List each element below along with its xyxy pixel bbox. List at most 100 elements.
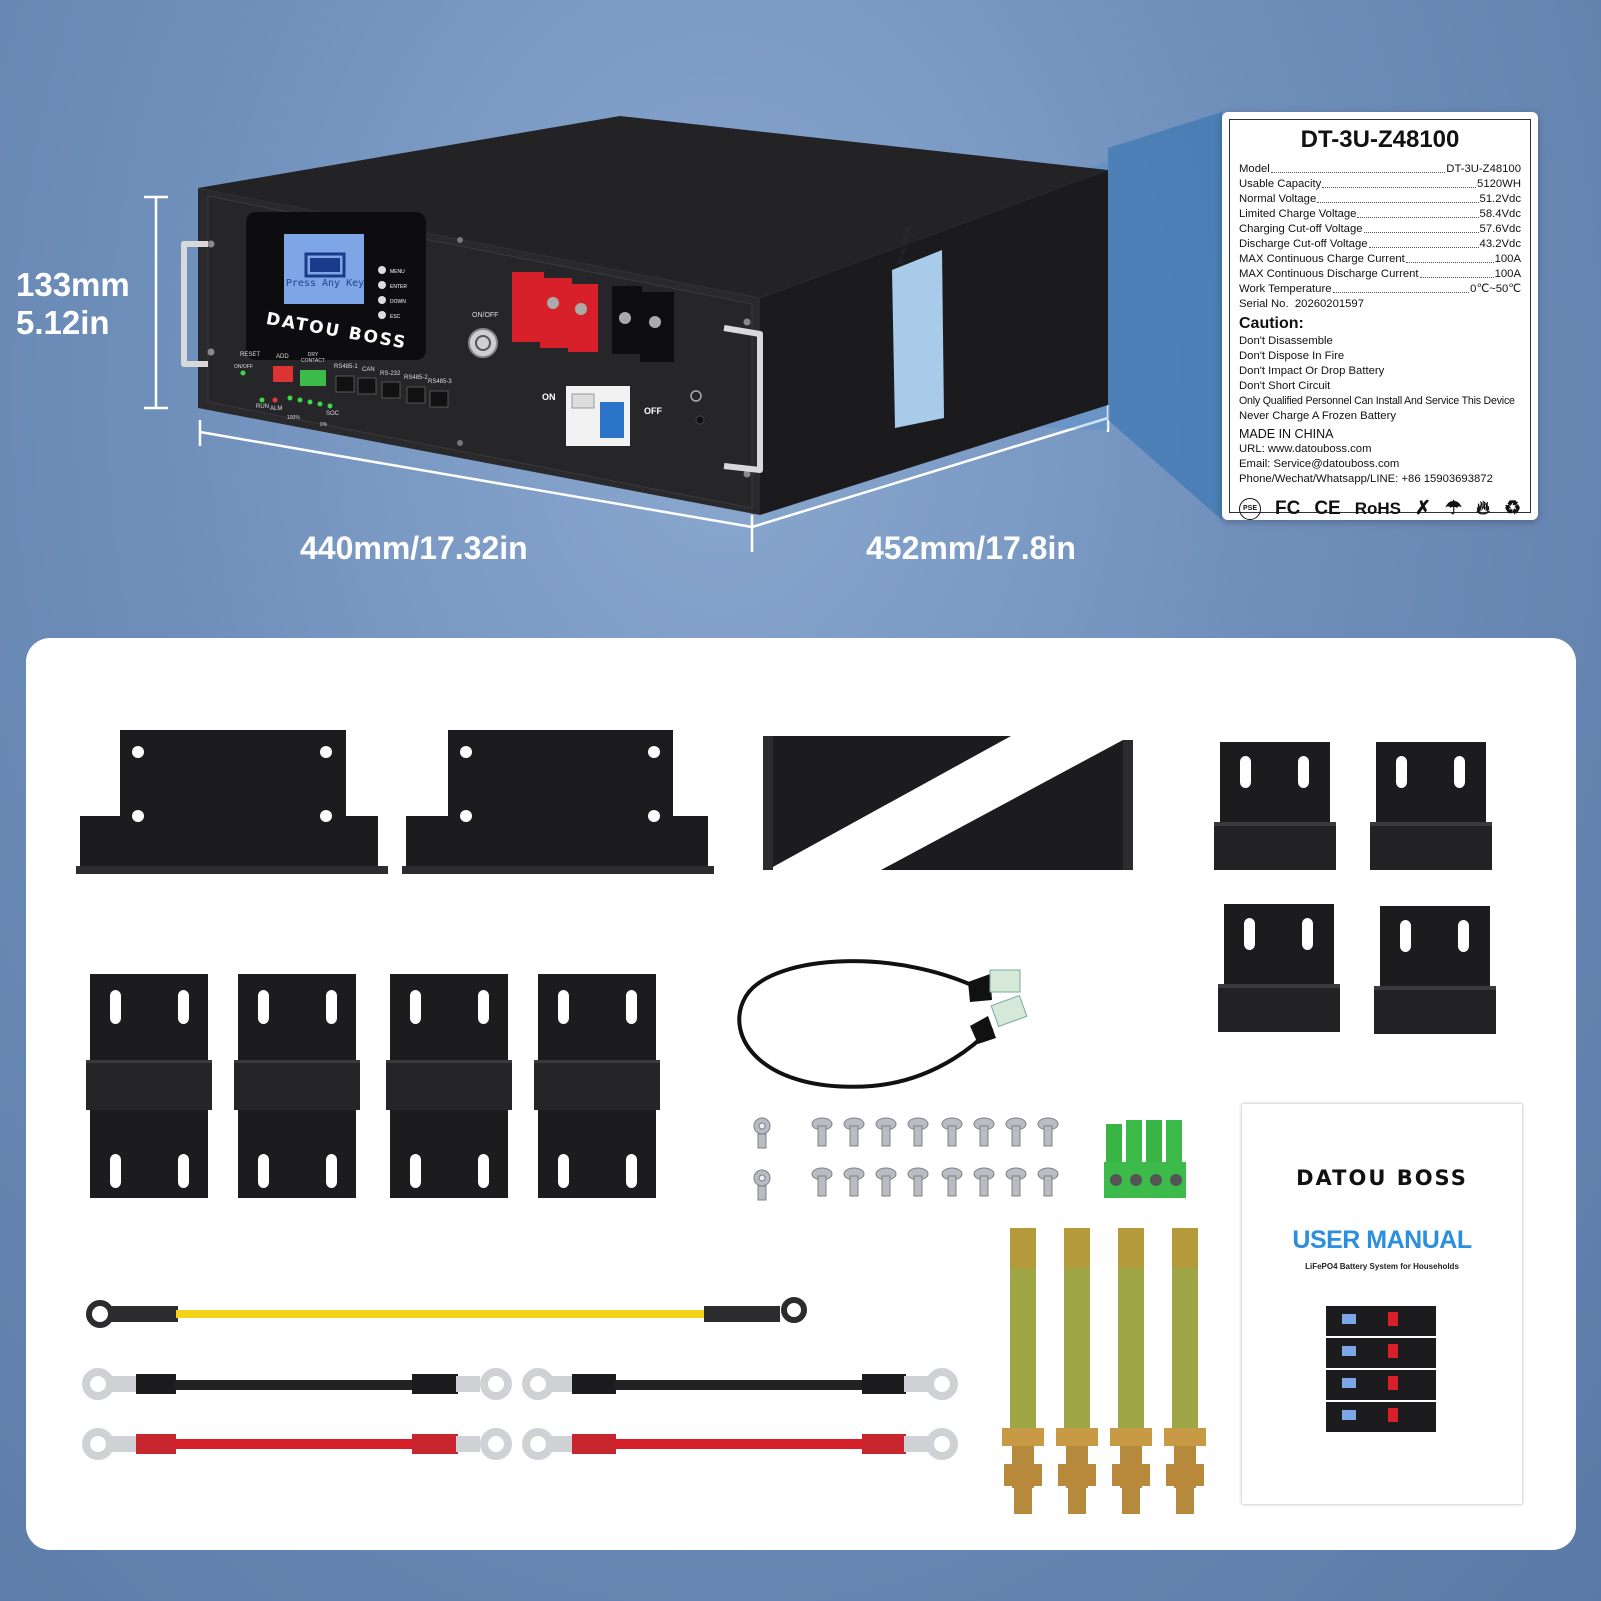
breaker-on-label: ON bbox=[542, 392, 556, 402]
onoff-small-label: ON/OFF bbox=[234, 364, 253, 370]
reset-label: RESET bbox=[240, 352, 261, 358]
network-cable bbox=[737, 959, 1028, 1089]
email-value: Service@datouboss.com bbox=[1273, 458, 1400, 470]
cert-row: PSE FC CE RoHS ✗ ☂ 🔥︎ ♻ bbox=[1239, 497, 1521, 520]
caution-item: Never Charge A Frozen Battery bbox=[1239, 410, 1396, 422]
rs485-2-label: RS485-2 bbox=[404, 375, 428, 381]
phone-line: Phone/Wechat/Whatsapp/LINE: +86 15903693… bbox=[1239, 472, 1521, 487]
email-label: Email: bbox=[1239, 458, 1271, 470]
add-label: ADD bbox=[276, 354, 289, 360]
breaker-off-label: OFF bbox=[644, 406, 662, 416]
enter-label: ENTER bbox=[390, 284, 407, 290]
spec-value: 51.2Vdc bbox=[1479, 193, 1521, 205]
rohs-icon: RoHS bbox=[1354, 498, 1402, 518]
manual-brand: DATOU BOSS bbox=[1296, 1166, 1468, 1190]
spec-row: Limited Charge Voltage 58.4Vdc bbox=[1239, 207, 1521, 222]
run-label: RUN bbox=[256, 404, 269, 410]
recycle-icon: ♻ bbox=[1503, 498, 1521, 519]
spec-row: Discharge Cut-off Voltage 43.2Vdc bbox=[1239, 237, 1521, 252]
spec-key: Usable Capacity bbox=[1239, 178, 1322, 190]
email-line: Email: Service@datouboss.com bbox=[1239, 457, 1521, 472]
ce-icon: CE bbox=[1314, 497, 1341, 519]
pct100-label: 100% bbox=[287, 415, 300, 421]
manual-subtitle: LiFePO4 Battery System for Households bbox=[1305, 1262, 1459, 1271]
spec-key: Charging Cut-off Voltage bbox=[1239, 223, 1363, 235]
url-line: URL: www.datouboss.com bbox=[1239, 442, 1521, 457]
screws bbox=[753, 1117, 1059, 1201]
small-brackets bbox=[1214, 742, 1496, 1034]
caution-item: Don't Disassemble bbox=[1239, 335, 1333, 347]
pse-icon: PSE bbox=[1239, 497, 1261, 520]
pct0-label: 0% bbox=[320, 422, 328, 428]
spec-row: Work Temperature 0℃~50℃ bbox=[1239, 282, 1521, 297]
url-value: www.datouboss.com bbox=[1267, 443, 1372, 455]
weee-icon: ✗ bbox=[1415, 498, 1431, 519]
serial-label: Serial No. bbox=[1239, 298, 1289, 310]
spec-value: 100A bbox=[1494, 268, 1521, 280]
can-label: CAN bbox=[362, 367, 375, 373]
spec-value: 58.4Vdc bbox=[1479, 208, 1521, 220]
serial-value: 20260201597 bbox=[1294, 298, 1365, 310]
serial-line: Serial No. 20260201597 bbox=[1239, 297, 1521, 312]
user-manual: DATOU BOSS USER MANUAL LiFePO4 Battery S… bbox=[1242, 1104, 1522, 1504]
lcd-button-labels: MENU ENTER DOWN ESC bbox=[390, 265, 407, 325]
spec-row: MAX Continuous Charge Current 100A bbox=[1239, 252, 1521, 267]
rs232-label: RS-232 bbox=[380, 371, 401, 377]
width-label: 440mm/17.32in bbox=[300, 530, 528, 566]
lcd-text: Press Any Key bbox=[285, 278, 365, 289]
manual-title: USER MANUAL bbox=[1292, 1226, 1472, 1254]
spec-key: Model bbox=[1239, 163, 1270, 175]
spec-value: 5120WH bbox=[1477, 178, 1521, 190]
menu-label: MENU bbox=[390, 269, 405, 275]
height-in: 5.12in bbox=[16, 304, 110, 341]
spec-value: 57.6Vdc bbox=[1479, 223, 1521, 235]
caution-item: Don't Dispose In Fire bbox=[1239, 350, 1345, 362]
base-brackets bbox=[76, 730, 714, 874]
dry-contact-label: DRY CONTACT bbox=[301, 352, 325, 364]
spec-key: Limited Charge Voltage bbox=[1239, 208, 1357, 220]
spec-row: Charging Cut-off Voltage 57.6Vdc bbox=[1239, 222, 1521, 237]
triangle-brackets bbox=[763, 736, 1133, 870]
caution-item: Don't Short Circuit bbox=[1239, 380, 1331, 392]
spec-key: Normal Voltage bbox=[1239, 193, 1317, 205]
power-cables bbox=[82, 1297, 958, 1460]
caution-title: Caution: bbox=[1239, 315, 1304, 332]
spec-key: Discharge Cut-off Voltage bbox=[1239, 238, 1368, 250]
power-button-label: ON/OFF bbox=[472, 312, 499, 319]
spec-row: Usable Capacity 5120WH bbox=[1239, 177, 1521, 192]
tall-brackets bbox=[86, 974, 660, 1198]
spec-value: 0℃~50℃ bbox=[1470, 283, 1521, 295]
height-label: 133mm 5.12in bbox=[16, 266, 130, 342]
terminal-block-connector bbox=[1104, 1120, 1186, 1198]
spec-key: MAX Continuous Discharge Current bbox=[1239, 268, 1419, 280]
battery-unit bbox=[181, 116, 1108, 515]
spec-value: 100A bbox=[1494, 253, 1521, 265]
umbrella-icon: ☂ bbox=[1444, 498, 1462, 519]
spec-title: DT-3U-Z48100 bbox=[1300, 126, 1460, 153]
fc-icon: FC bbox=[1275, 497, 1301, 519]
url-label: URL: bbox=[1239, 443, 1265, 455]
phone-label: Phone/Wechat/Whatsapp/LINE: bbox=[1239, 473, 1399, 485]
height-mm: 133mm bbox=[16, 266, 130, 303]
esc-label: ESC bbox=[390, 314, 401, 320]
spec-key: Work Temperature bbox=[1239, 283, 1332, 295]
expansion-bolts bbox=[1002, 1228, 1206, 1514]
rs485-1-label: RS485-1 bbox=[334, 364, 358, 370]
alm-label: ALM bbox=[270, 406, 283, 412]
fire-icon: 🔥︎ bbox=[1475, 497, 1490, 519]
phone-value: +86 15903693872 bbox=[1401, 473, 1493, 485]
soc-label: SOC bbox=[326, 411, 340, 417]
spec-row: Normal Voltage 51.2Vdc bbox=[1239, 192, 1521, 207]
spec-row: MAX Continuous Discharge Current 100A bbox=[1239, 267, 1521, 282]
rs485-3-label: RS485-3 bbox=[428, 379, 452, 385]
caution-item: Don't Impact Or Drop Battery bbox=[1239, 365, 1385, 377]
spec-key: MAX Continuous Charge Current bbox=[1239, 253, 1405, 265]
down-label: DOWN bbox=[390, 299, 406, 305]
depth-label: 452mm/17.8in bbox=[866, 530, 1076, 566]
made-in: MADE IN CHINA bbox=[1239, 427, 1334, 441]
spec-value: 43.2Vdc bbox=[1479, 238, 1521, 250]
